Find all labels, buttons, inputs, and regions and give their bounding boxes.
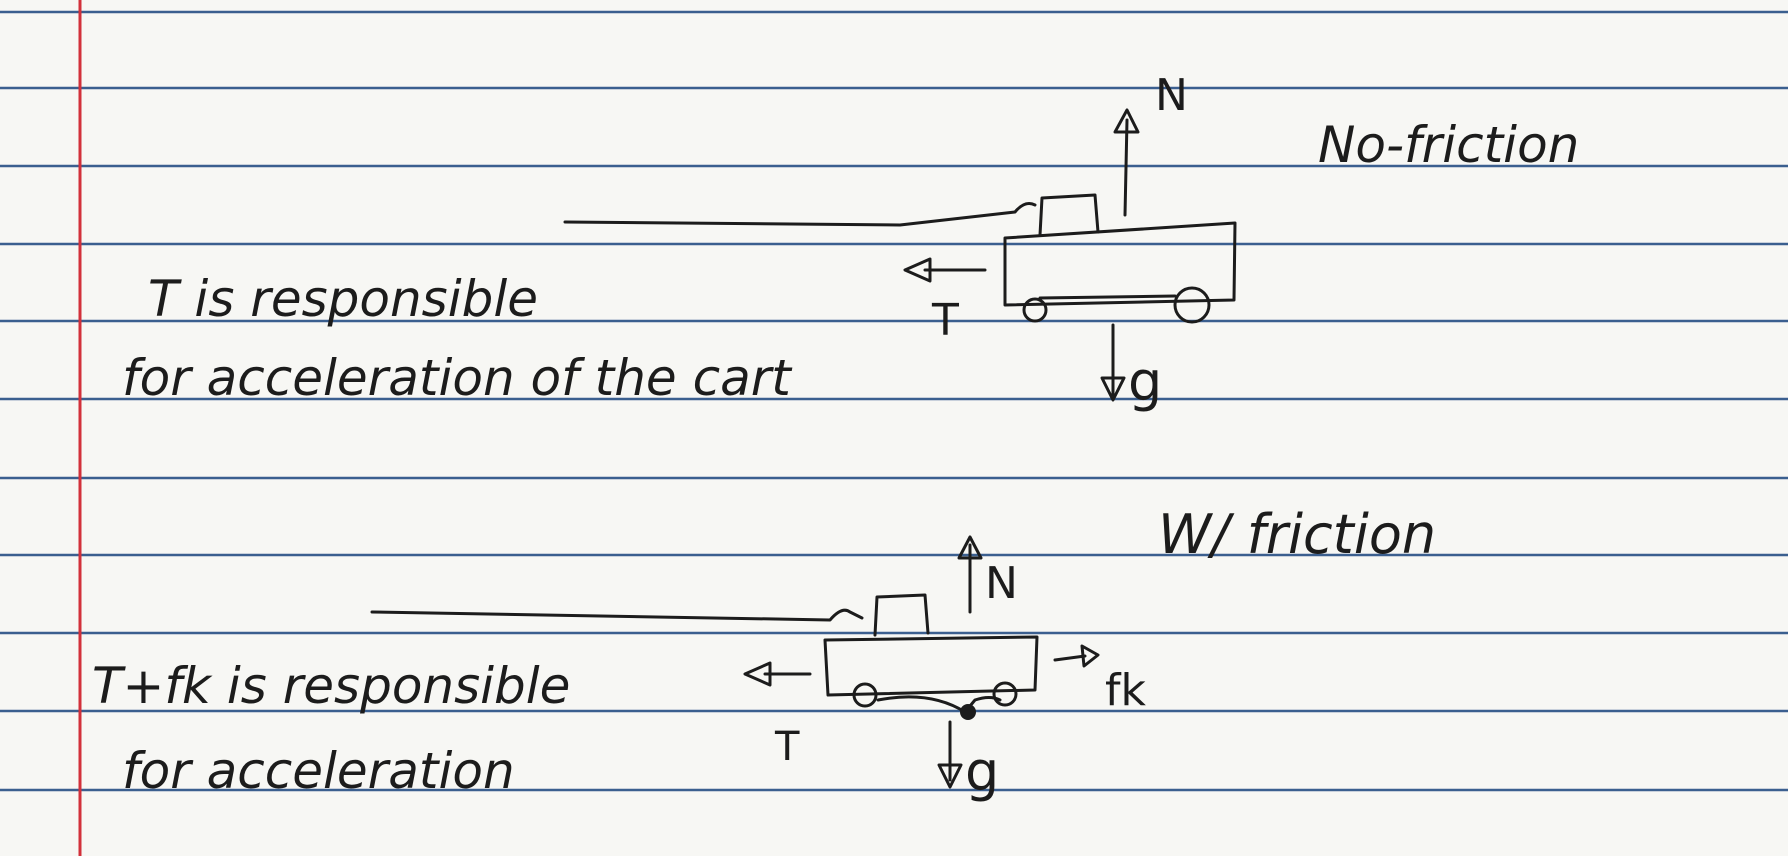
bottom-label-g: g: [965, 740, 999, 803]
bottom-gravity-arrow: [937, 720, 963, 789]
bottom-block: [873, 593, 930, 637]
top-normal-force-arrow: [1113, 108, 1140, 217]
bottom-friction-contact: [876, 695, 1002, 714]
bottom-caption-line1: T+fk is responsible: [92, 657, 570, 715]
bottom-wheel-right: [992, 681, 1018, 707]
top-wheel-right: [1173, 286, 1211, 324]
bottom-normal-force-arrow: [957, 535, 983, 614]
bottom-heading: W/ friction: [1158, 503, 1436, 566]
top-caption-line1: T is responsible: [148, 270, 538, 328]
bottom-label-fk: fk: [1105, 665, 1146, 716]
top-cart-body: [1003, 221, 1237, 307]
top-label-t: T: [931, 295, 959, 346]
bottom-contact-dot: [960, 704, 976, 720]
top-label-g: g: [1128, 350, 1162, 413]
top-axle: [1038, 294, 1177, 300]
bottom-tension-arrow: [743, 661, 812, 687]
top-gravity-arrow: [1100, 323, 1126, 402]
top-block: [1038, 193, 1100, 237]
top-string: [563, 202, 1037, 227]
bottom-friction-arrow: [1053, 644, 1100, 668]
bottom-caption-line2: for acceleration: [122, 742, 515, 800]
top-wheel-left: [1022, 297, 1048, 323]
top-label-n: N: [1155, 70, 1188, 121]
top-heading: No-friction: [1318, 116, 1579, 174]
bottom-label-n: N: [985, 558, 1018, 609]
bottom-cart-body: [823, 635, 1039, 697]
top-caption-line2: for acceleration of the cart: [122, 349, 793, 407]
bottom-string: [370, 608, 864, 622]
bottom-wheel-left: [852, 682, 878, 708]
bottom-label-t: T: [774, 724, 800, 770]
ruled-lines: [0, 10, 1788, 792]
top-tension-arrow: [903, 257, 987, 283]
